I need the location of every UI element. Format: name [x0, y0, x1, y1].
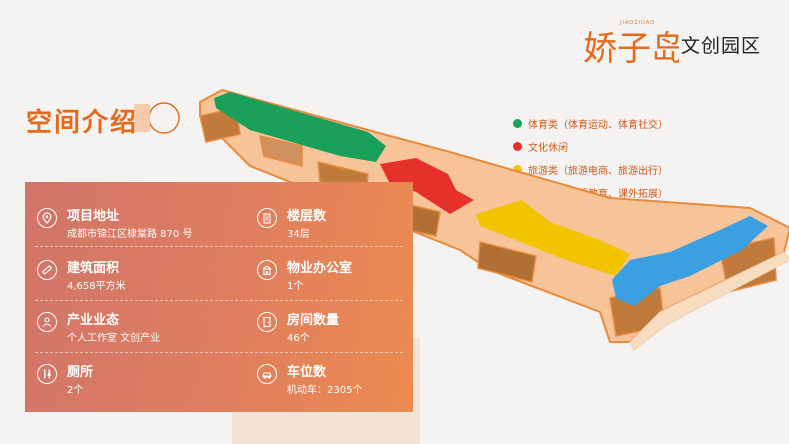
- info-industry: 产业业态 个人工作室 文创产业: [37, 312, 217, 360]
- info-toilets: 厕所 2个: [37, 364, 217, 412]
- building-floor-map: [199, 89, 789, 351]
- parking-icon: [257, 364, 277, 384]
- info-label: 建筑面积: [67, 261, 120, 276]
- industry-icon: [37, 312, 57, 332]
- info-divider: [35, 246, 403, 247]
- info-value: 成都市锦江区棣棠路 870 号: [67, 229, 193, 240]
- legend-dot: [513, 119, 522, 128]
- info-floors: 楼层数 34层: [257, 208, 437, 256]
- zone-education: [612, 216, 768, 306]
- info-label: 车位数: [287, 365, 327, 380]
- legend-dot: [513, 165, 522, 174]
- info-divider: [35, 352, 403, 353]
- legend-label: 旅游类（旅游电商、旅游出行）: [528, 166, 668, 177]
- info-label: 项目地址: [67, 209, 120, 224]
- legend-label: 文化休闲: [528, 143, 568, 154]
- legend-item: 体育类（体育运动、体育社交）: [513, 112, 668, 135]
- brand-logo: 娇子岛 文创园区: [583, 18, 761, 66]
- building-icon: [257, 208, 277, 228]
- info-area: 建筑面积 4,658平方米: [37, 260, 217, 308]
- info-value: 46个: [287, 333, 310, 344]
- info-label: 楼层数: [287, 209, 327, 224]
- location-icon: [37, 208, 57, 228]
- legend-dot: [513, 142, 522, 151]
- info-value: 1个: [287, 281, 304, 292]
- legend-item: 旅游类（旅游电商、旅游出行）: [513, 158, 668, 181]
- info-office: 物业办公室 1个: [257, 260, 437, 308]
- info-value: 2个: [67, 385, 84, 396]
- brand-logo-suffix: 文创园区: [681, 35, 762, 57]
- room-icon: [257, 312, 277, 332]
- info-address: 项目地址 成都市锦江区棣棠路 870 号: [37, 208, 217, 256]
- brand-logo-mark: 娇子岛: [583, 29, 679, 66]
- ruler-icon: [37, 260, 57, 280]
- office-icon: [257, 260, 277, 280]
- toilet-icon: [37, 364, 57, 384]
- info-parking: 车位数 机动车：2305个: [257, 364, 437, 412]
- info-label: 物业办公室: [287, 261, 353, 276]
- brand-logo-pinyin: JIAOZIDAO: [620, 20, 656, 26]
- brand-logo-chinese: 娇子岛: [583, 29, 679, 66]
- info-value: 机动车：2305个: [287, 385, 363, 396]
- legend-label: 体育类（体育运动、体育社交）: [528, 120, 668, 131]
- title-decoration: [134, 102, 180, 134]
- info-value: 4,658平方米: [67, 281, 126, 292]
- info-rooms: 房间数量 46个: [257, 312, 437, 360]
- legend-item: 文化休闲: [513, 135, 668, 158]
- info-label: 房间数量: [287, 313, 340, 328]
- info-label: 产业业态: [67, 313, 120, 328]
- info-value: 34层: [287, 229, 310, 240]
- info-card: 项目地址 成都市锦江区棣棠路 870 号 楼层数 34层 建筑面积 4,658平…: [25, 182, 413, 412]
- zone-sports: [214, 92, 386, 162]
- zone-tourism: [476, 200, 630, 276]
- info-label: 厕所: [67, 365, 94, 380]
- info-value: 个人工作室 文创产业: [67, 333, 161, 344]
- page-title: 空间介绍: [26, 108, 139, 138]
- zone-culture: [380, 158, 474, 214]
- info-divider: [35, 300, 403, 301]
